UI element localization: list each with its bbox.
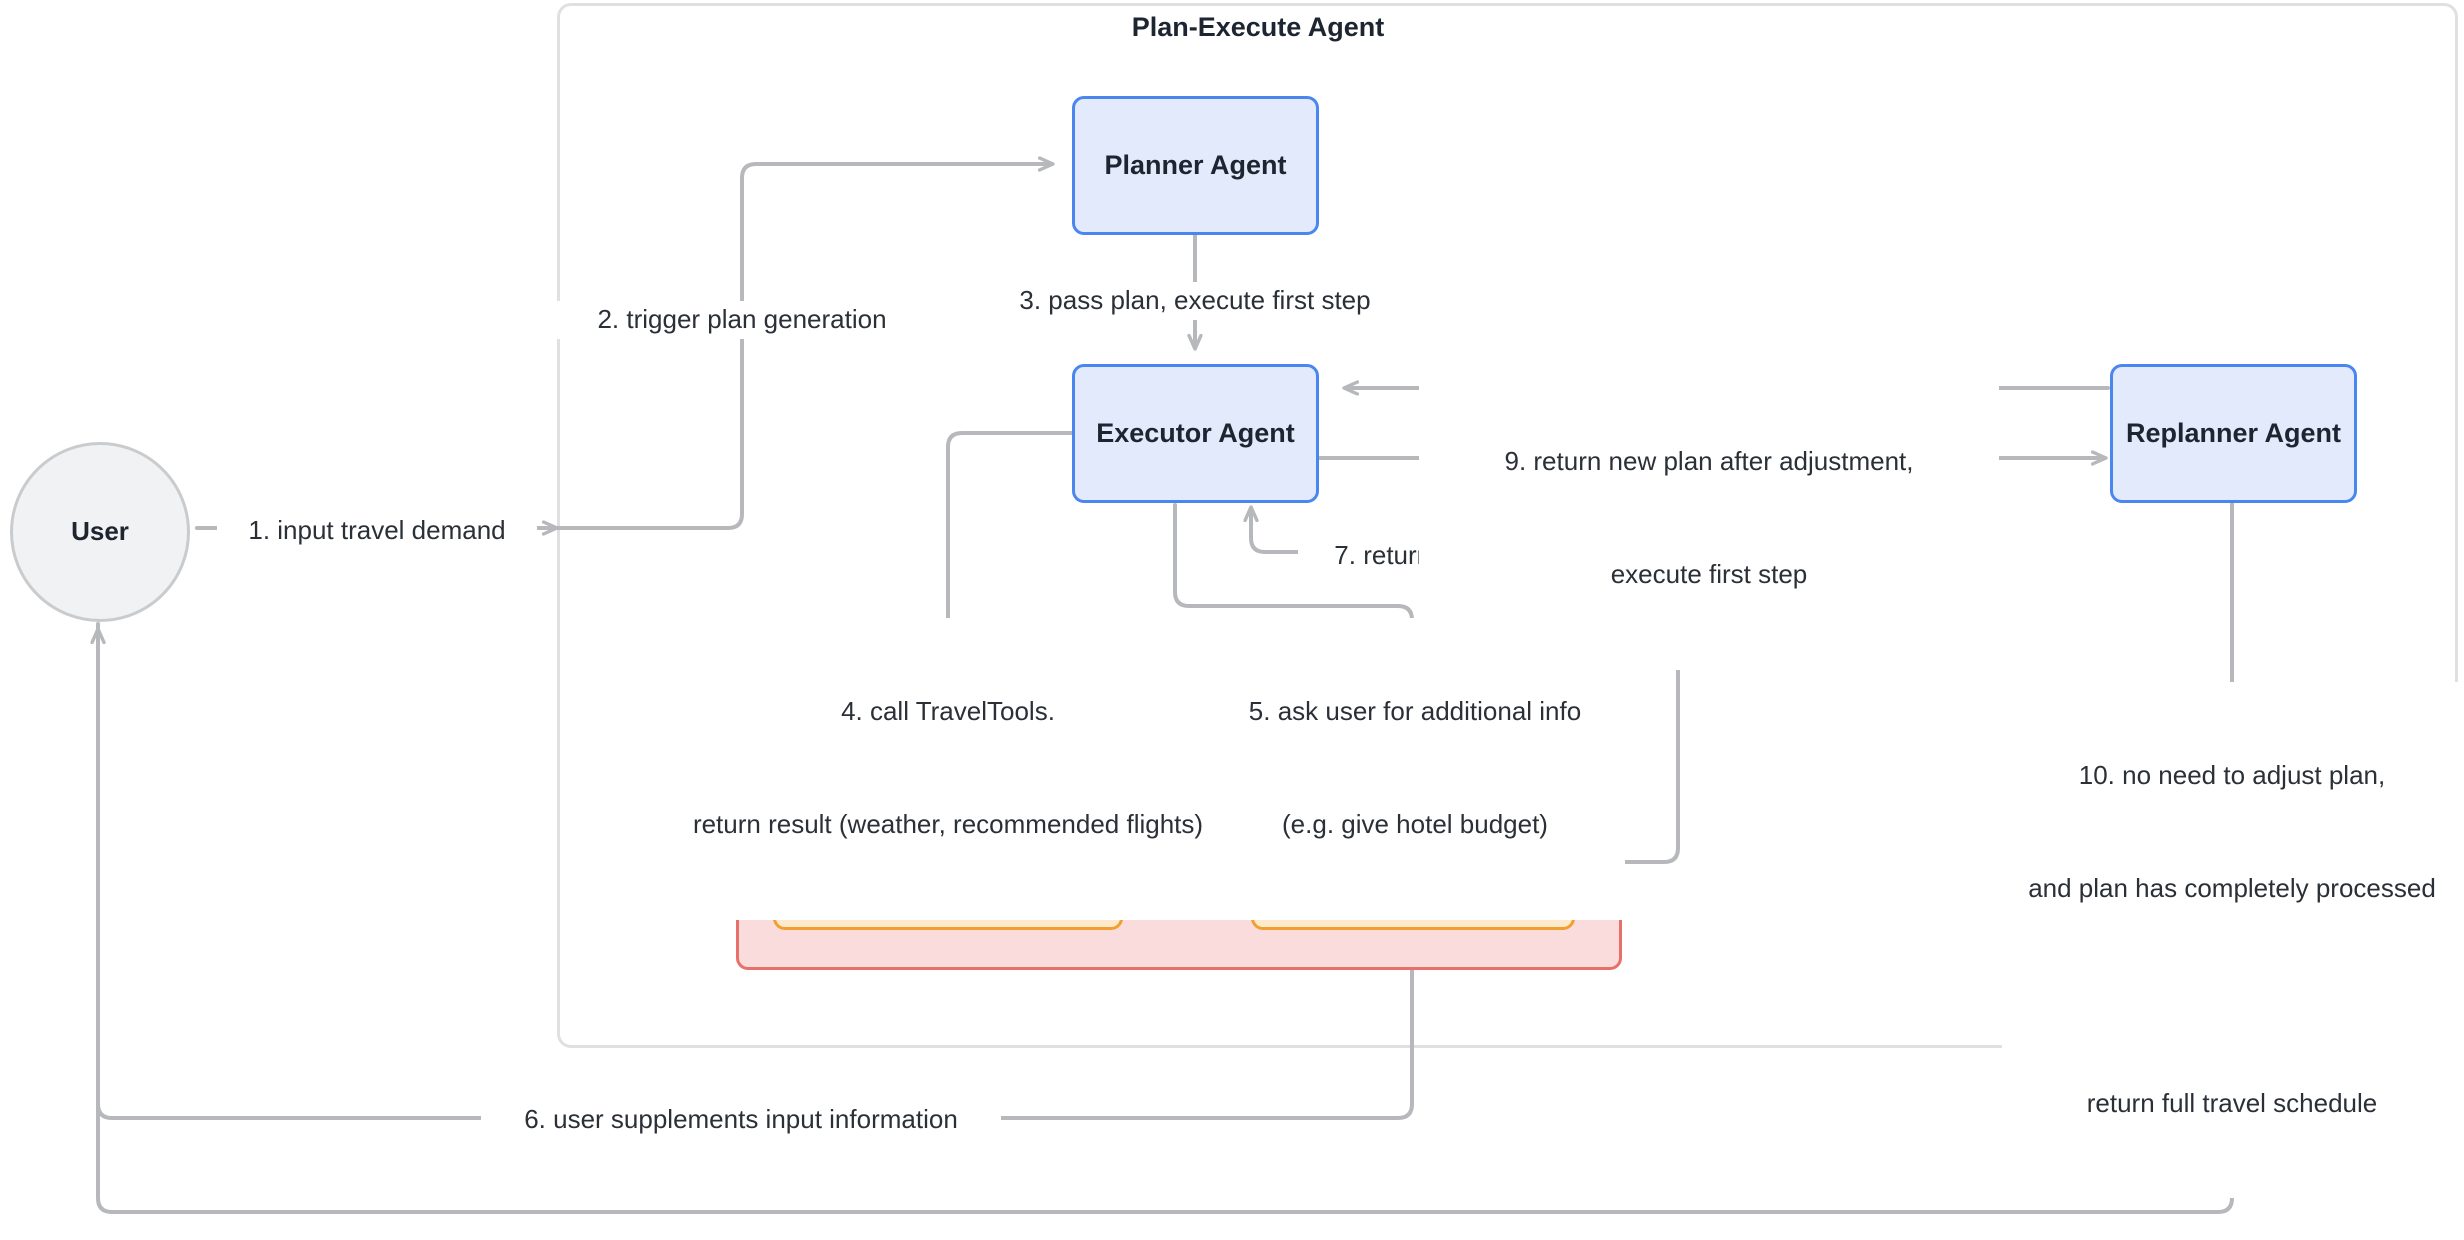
edge-label-10-line1: 10. no need to adjust plan, xyxy=(2078,760,2386,791)
edge-label-9-line2: execute first step xyxy=(1610,559,1808,590)
edge-label-4-line2: return result (weather, recommended flig… xyxy=(692,809,1204,840)
edge-label-9: 9. return new plan after adjustment, exe… xyxy=(1419,368,1999,670)
edge-label-3: 3. pass plan, execute first step xyxy=(955,282,1435,320)
edge-label-10: 10. no need to adjust plan, and plan has… xyxy=(2002,682,2462,1198)
edge-label-10-line2: and plan has completely processed xyxy=(2028,873,2436,904)
node-user[interactable]: User xyxy=(10,442,190,622)
node-executor-agent-label: Executor Agent xyxy=(1096,418,1295,449)
node-replanner-agent-label: Replanner Agent xyxy=(2125,418,2342,449)
edge-label-4-line1: 4. call TravelTools. xyxy=(841,696,1055,727)
edge-label-10-line3: return full travel schedule xyxy=(2086,1087,2378,1118)
edge-label-10-gap xyxy=(2010,984,2454,1010)
edge-label-1: 1. input travel demand xyxy=(217,512,537,550)
edge-label-9-line1: 9. return new plan after adjustment, xyxy=(1504,446,1914,477)
node-executor-agent[interactable]: Executor Agent xyxy=(1072,364,1319,503)
edge-label-5-line1: 5. ask user for additional info xyxy=(1248,696,1582,727)
node-planner-agent-label: Planner Agent xyxy=(1104,150,1287,181)
edge-label-4: 4. call TravelTools. return result (weat… xyxy=(638,618,1258,920)
edge-label-2: 2. trigger plan generation xyxy=(532,301,952,339)
node-replanner-agent[interactable]: Replanner Agent xyxy=(2110,364,2357,503)
edge-label-5-line2: (e.g. give hotel budget) xyxy=(1282,809,1548,840)
node-user-label: User xyxy=(71,516,129,547)
plan-execute-agent-group-title: Plan-Execute Agent xyxy=(1131,12,1385,42)
edge-label-6: 6. user supplements input information xyxy=(481,1101,1001,1139)
node-planner-agent[interactable]: Planner Agent xyxy=(1072,96,1319,235)
